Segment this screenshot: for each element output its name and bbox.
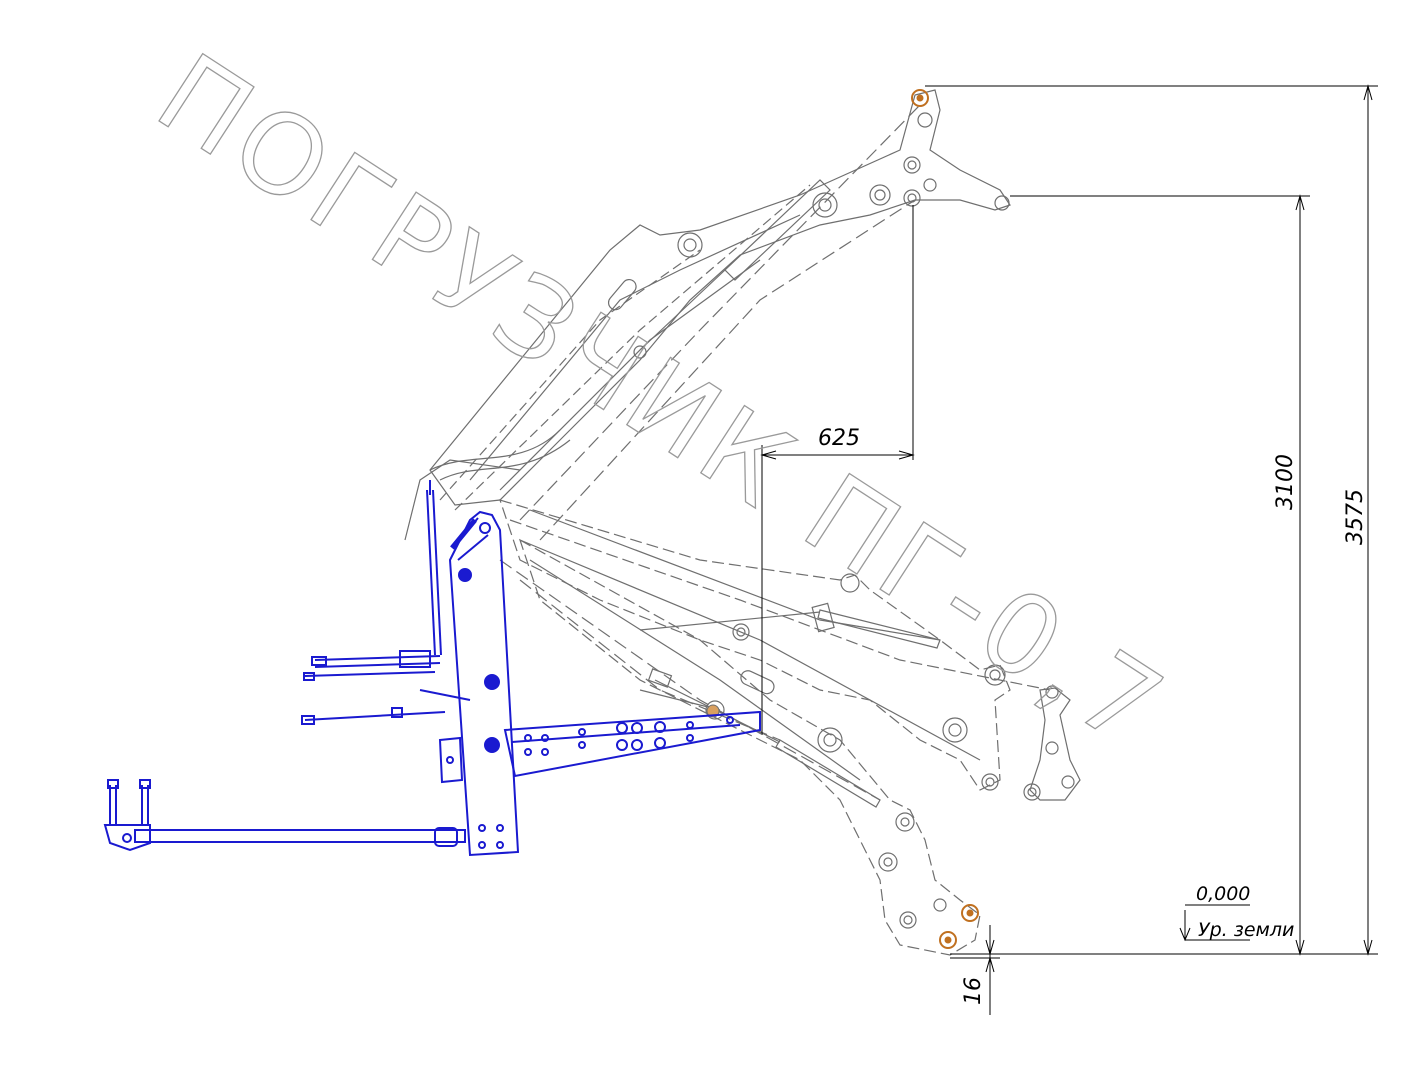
- mounting-frame: [103, 480, 761, 857]
- ground-level-label: Ур. земли: [1198, 919, 1294, 941]
- dimension-16: 16: [961, 977, 986, 1005]
- dimension-625: 625: [818, 426, 860, 451]
- watermark-text: ПОГРУЗЧИК ПГ-0,7: [136, 29, 1188, 774]
- dimension-3100: 3100: [1273, 454, 1298, 510]
- dimension-lines: [760, 84, 1378, 1015]
- boom-raised: [404, 89, 1011, 541]
- boom-lowered: [499, 538, 981, 956]
- boom-middle: [499, 499, 1081, 801]
- lower-pivot-pins: [706, 704, 979, 949]
- ground-level-value: 0,000: [1196, 883, 1250, 905]
- dimension-3575: 3575: [1343, 489, 1368, 545]
- top-pivot-pin: [911, 89, 929, 107]
